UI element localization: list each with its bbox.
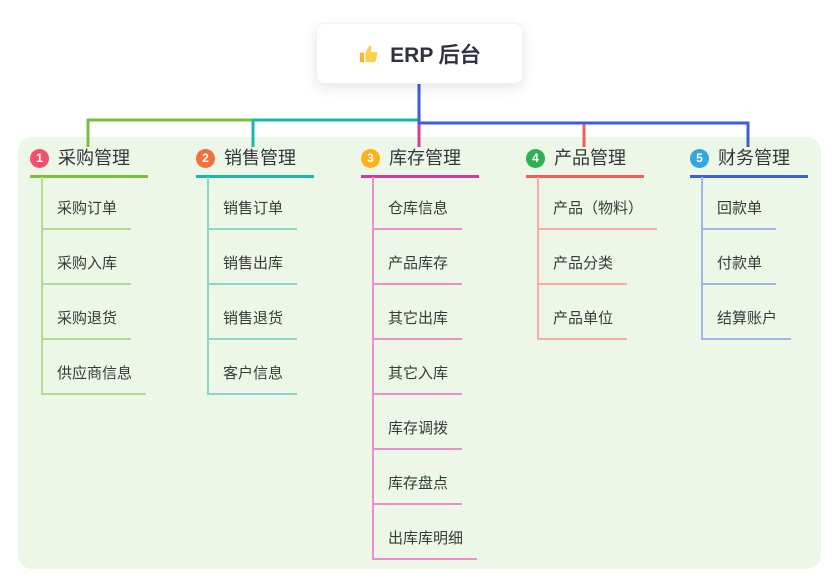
node-label: 出库库明细 <box>388 530 464 547</box>
node-purchase-order[interactable]: 采购订单 <box>41 199 132 230</box>
node-settlement-account[interactable]: 结算账户 <box>701 309 792 340</box>
node-label: 库存盘点 <box>388 475 449 492</box>
node-payment-bill[interactable]: 付款单 <box>701 254 777 285</box>
node-purchase-return[interactable]: 采购退货 <box>41 309 132 340</box>
child-connector-line <box>701 177 703 338</box>
branch-title: 销售管理 <box>224 148 296 168</box>
connector-product <box>417 84 586 147</box>
mindmap-background-panel <box>18 137 821 569</box>
node-label: 其它入库 <box>388 365 449 382</box>
child-connector-line <box>41 177 43 393</box>
node-supplier-info[interactable]: 供应商信息 <box>41 364 147 395</box>
child-connector-line <box>537 177 539 338</box>
node-stock-taking[interactable]: 库存盘点 <box>372 474 463 505</box>
node-warehouse-info[interactable]: 仓库信息 <box>372 199 463 230</box>
root-node-erp[interactable]: ERP 后台 <box>316 23 523 84</box>
node-product-material[interactable]: 产品（物料） <box>537 199 658 230</box>
branch-header[interactable]: 3 库存管理 <box>361 146 479 178</box>
branch-header[interactable]: 2 销售管理 <box>196 146 314 178</box>
node-label: 结算账户 <box>717 310 778 327</box>
node-label: 采购入库 <box>57 255 118 272</box>
node-product-stock[interactable]: 产品库存 <box>372 254 463 285</box>
node-label: 销售退货 <box>223 310 284 327</box>
node-sales-outbound[interactable]: 销售出库 <box>207 254 298 285</box>
branch-header[interactable]: 5 财务管理 <box>690 146 808 178</box>
branch-product-management: 4 产品管理 产品（物料） 产品分类 产品单位 <box>526 146 676 340</box>
node-customer-info[interactable]: 客户信息 <box>207 364 298 395</box>
branch-header[interactable]: 4 产品管理 <box>526 146 644 178</box>
child-connector-line <box>372 177 374 558</box>
branch-finance-management: 5 财务管理 回款单 付款单 结算账户 <box>690 146 839 340</box>
thumbs-up-icon <box>358 43 380 65</box>
child-connector-line <box>207 177 209 393</box>
branch-title: 库存管理 <box>389 148 461 168</box>
connector-sales <box>251 84 421 147</box>
node-label: 销售出库 <box>223 255 284 272</box>
node-label: 产品（物料） <box>553 200 644 217</box>
node-label: 产品单位 <box>553 310 614 327</box>
node-receipt-bill[interactable]: 回款单 <box>701 199 777 230</box>
branch-title: 财务管理 <box>718 148 790 168</box>
node-label: 供应商信息 <box>57 365 133 382</box>
node-outbound-detail[interactable]: 出库库明细 <box>372 529 478 560</box>
node-label: 回款单 <box>717 200 763 217</box>
node-label: 销售订单 <box>223 200 284 217</box>
node-label: 客户信息 <box>223 365 284 382</box>
branch-title: 采购管理 <box>58 148 130 168</box>
node-sales-order[interactable]: 销售订单 <box>207 199 298 230</box>
node-product-category[interactable]: 产品分类 <box>537 254 628 285</box>
node-other-inbound[interactable]: 其它入库 <box>372 364 463 395</box>
node-sales-return[interactable]: 销售退货 <box>207 309 298 340</box>
node-label: 库存调拨 <box>388 420 449 437</box>
branch-title: 产品管理 <box>554 148 626 168</box>
node-product-unit[interactable]: 产品单位 <box>537 309 628 340</box>
node-label: 采购订单 <box>57 200 118 217</box>
node-label: 产品分类 <box>553 255 614 272</box>
branch-number-badge: 2 <box>196 148 215 168</box>
node-label: 其它出库 <box>388 310 449 327</box>
branch-inventory-management: 3 库存管理 仓库信息 产品库存 其它出库 其它入库 库存调拨 库存盘点 出库库… <box>361 146 511 560</box>
node-other-outbound[interactable]: 其它出库 <box>372 309 463 340</box>
node-label: 仓库信息 <box>388 200 449 217</box>
node-label: 付款单 <box>717 255 763 272</box>
node-label: 产品库存 <box>388 255 449 272</box>
branch-purchase-management: 1 采购管理 采购订单 采购入库 采购退货 供应商信息 <box>30 146 180 395</box>
node-purchase-inbound[interactable]: 采购入库 <box>41 254 132 285</box>
branch-number-badge: 5 <box>690 148 709 168</box>
branch-number-badge: 4 <box>526 148 545 168</box>
branch-number-badge: 3 <box>361 148 380 168</box>
node-label: 采购退货 <box>57 310 118 327</box>
root-title: ERP 后台 <box>390 43 481 67</box>
branch-number-badge: 1 <box>30 148 49 168</box>
node-stock-transfer[interactable]: 库存调拨 <box>372 419 463 450</box>
connector-finance <box>417 84 750 147</box>
branch-header[interactable]: 1 采购管理 <box>30 146 148 178</box>
branch-sales-management: 2 销售管理 销售订单 销售出库 销售退货 客户信息 <box>196 146 346 395</box>
